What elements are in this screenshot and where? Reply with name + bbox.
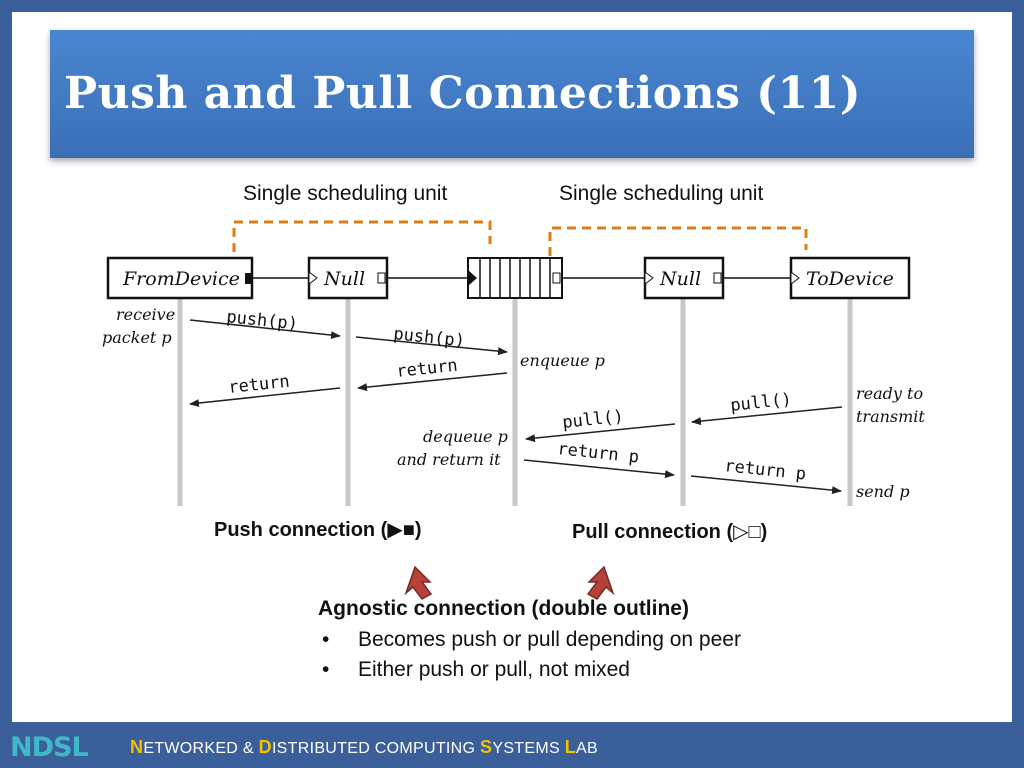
annot-dequeue-p: dequeue p xyxy=(423,427,508,446)
msg-label-pull-1: pull() xyxy=(729,390,792,416)
annot-ready-to: ready to xyxy=(856,384,923,403)
label-todevice: ToDevice xyxy=(806,268,894,290)
scheduling-bracket-left xyxy=(232,220,492,252)
label-fromdevice: FromDevice xyxy=(122,268,240,290)
annot-and-return-it: and return it xyxy=(397,450,501,469)
pull-connection-label: Pull connection (▷□) xyxy=(572,521,768,543)
ndsl-logo: NDSL xyxy=(10,732,89,763)
push-output-port xyxy=(245,273,253,284)
msg-arrow-returnp-2 xyxy=(690,475,842,495)
slide-title: Push and Pull Connections (11) xyxy=(64,68,862,119)
scheduling-unit-label-left: Single scheduling unit xyxy=(243,182,448,205)
push-port-glyphs: ▶■ xyxy=(387,519,415,541)
msg-arrow-returnp-1 xyxy=(523,459,675,479)
msg-arrow-push-2 xyxy=(355,336,508,356)
queue-push-input-port xyxy=(468,270,477,286)
callout-arrow-left xyxy=(404,565,433,600)
scheduling-bracket-right xyxy=(548,226,808,256)
msg-arrow-return-2 xyxy=(189,387,341,408)
agnostic-title: Agnostic connection (double outline) xyxy=(318,597,689,620)
label-null-1: Null xyxy=(323,268,365,290)
element-queue xyxy=(467,257,563,299)
msg-label-returnp-1: return p xyxy=(556,439,640,467)
msg-arrow-push-1 xyxy=(189,319,341,340)
agnostic-output-port xyxy=(377,272,386,284)
footer: NDSL NETWORKED & DISTRIBUTED COMPUTING S… xyxy=(0,728,1024,768)
scheduling-unit-label-right: Single scheduling unit xyxy=(559,182,764,205)
msg-arrow-return-1 xyxy=(357,372,508,392)
msg-label-push-1: push(p) xyxy=(225,307,298,334)
agnostic-connection-note: Agnostic connection (double outline) Bec… xyxy=(318,597,741,685)
label-null-2: Null xyxy=(659,268,701,290)
msg-label-return-1: return xyxy=(395,356,458,382)
lab-name: NETWORKED & DISTRIBUTED COMPUTING SYSTEM… xyxy=(130,737,598,757)
agnostic-bullet-list: Becomes push or pull depending on peer E… xyxy=(318,625,741,685)
annot-packet-p: packet p xyxy=(102,328,172,347)
msg-label-pull-2: pull() xyxy=(561,407,624,433)
agnostic-output-port-2 xyxy=(713,272,722,284)
queue-pull-output-port xyxy=(552,272,561,284)
callout-arrow-right xyxy=(586,565,615,600)
annot-transmit: transmit xyxy=(856,407,925,426)
pull-port-glyphs: ▷□ xyxy=(733,521,761,543)
msg-arrow-pull-1 xyxy=(691,406,843,426)
title-bar: Push and Pull Connections (11) xyxy=(50,30,974,158)
agnostic-bullet: Either push or pull, not mixed xyxy=(318,655,741,685)
annot-send-p: send p xyxy=(856,482,910,501)
annot-receive: receive xyxy=(116,305,175,324)
annot-enqueue-p: enqueue p xyxy=(520,351,605,370)
push-connection-label: Push connection (▶■) xyxy=(214,519,422,541)
agnostic-bullet: Becomes push or pull depending on peer xyxy=(318,625,741,655)
msg-label-push-2: push(p) xyxy=(392,324,465,351)
msg-arrow-pull-2 xyxy=(525,423,676,443)
